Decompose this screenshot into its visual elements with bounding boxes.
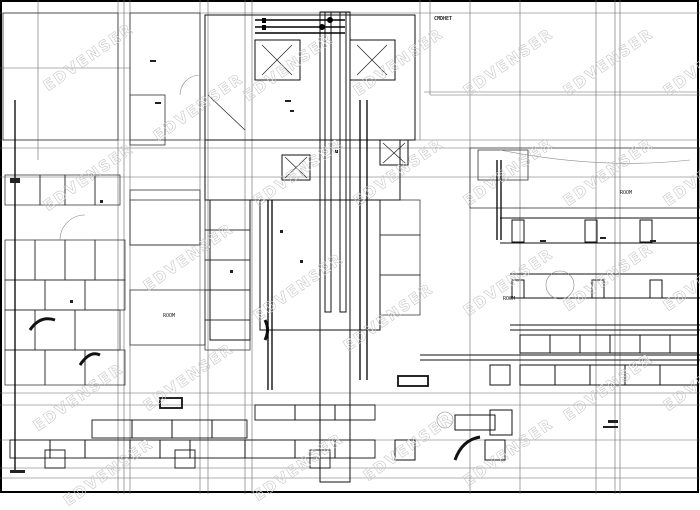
floor-plan-drawing [0, 0, 700, 494]
room-label: ROOM [503, 296, 516, 302]
room-label: ROOM [163, 313, 176, 319]
room-label: ROOM [620, 190, 633, 196]
drawing-title-tag: CMDHET [434, 16, 453, 22]
